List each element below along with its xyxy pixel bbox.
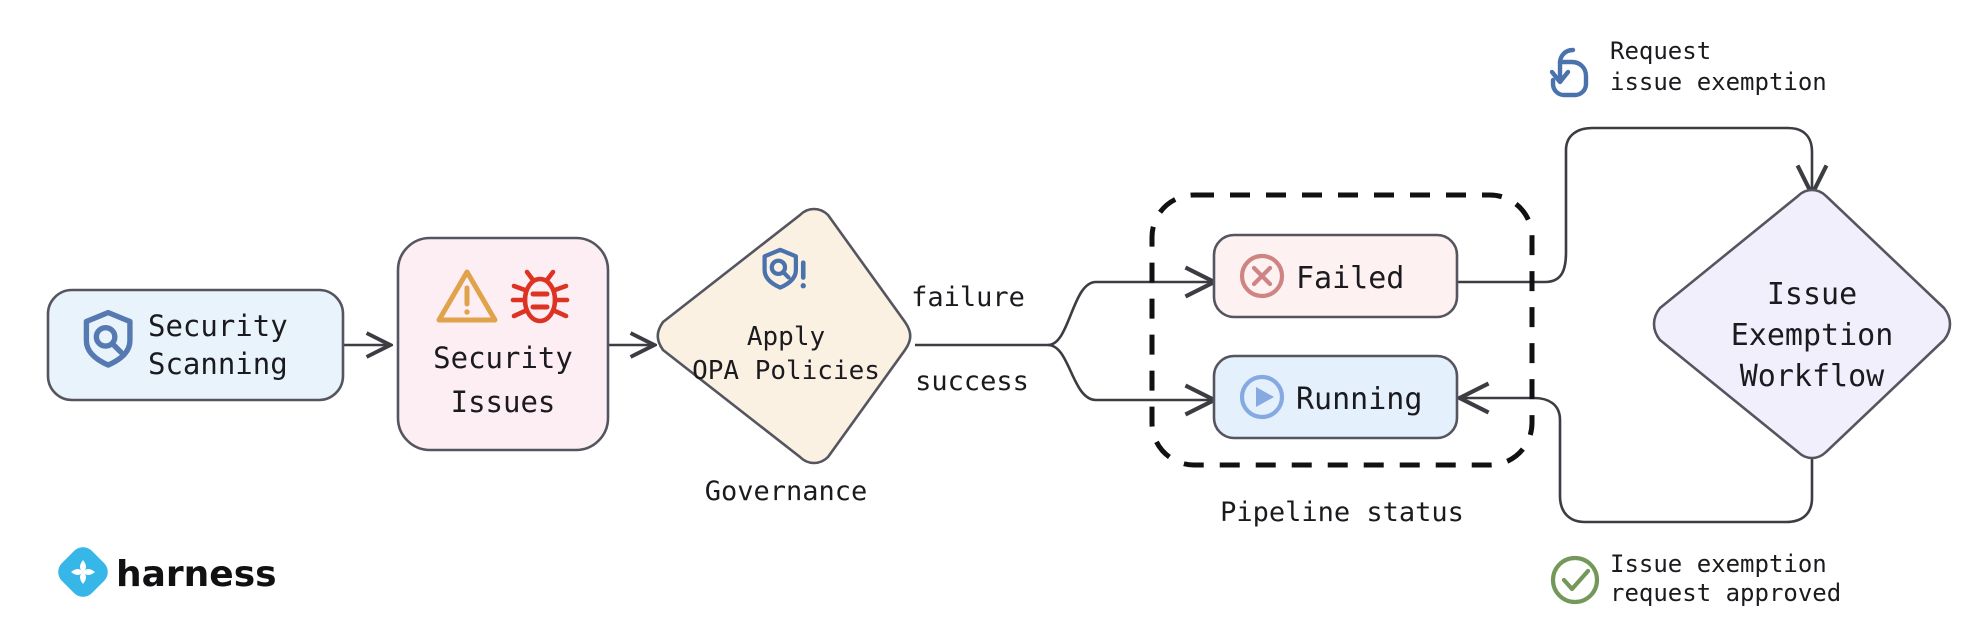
click-hand-icon — [1549, 47, 1589, 98]
annotation-request-approved: Issue exemption request approved — [1550, 550, 1841, 607]
security-issues-label-line1: Security — [433, 341, 573, 375]
harness-branding: harness — [58, 547, 277, 597]
security-issues-label-line2: Issues — [451, 385, 556, 419]
running-label: Running — [1296, 382, 1422, 417]
running-box[interactable] — [1212, 354, 1459, 440]
bug-icon — [510, 269, 570, 324]
request-approved-line2: request approved — [1610, 579, 1841, 607]
edge-failed-to-workflow — [1457, 126, 1812, 284]
warning-triangle-icon — [436, 269, 498, 323]
failed-box[interactable] — [1212, 233, 1459, 319]
governance-caption: Governance — [705, 476, 868, 507]
node-failed[interactable]: Failed — [1212, 233, 1459, 319]
apply-opa-diamond[interactable] — [656, 207, 912, 465]
issue-exemption-label-line3: Workflow — [1740, 359, 1885, 394]
circle-x-icon — [1239, 253, 1285, 299]
issue-exemption-diamond[interactable] — [1652, 188, 1952, 460]
edge-opa-to-split — [915, 282, 1212, 400]
node-security-issues[interactable]: Security Issues — [396, 236, 610, 452]
shield-alert-icon — [762, 247, 806, 290]
edge-workflow-to-running — [1462, 398, 1814, 524]
circle-play-icon — [1239, 374, 1285, 420]
node-running[interactable]: Running — [1212, 354, 1459, 440]
node-apply-opa-policies[interactable]: Apply OPA Policies Governance — [656, 207, 912, 507]
request-approved-line1: Issue exemption — [1610, 550, 1827, 578]
security-scanning-box[interactable] — [46, 288, 345, 402]
security-scanning-label-line2: Scanning — [148, 347, 288, 381]
annotation-request-exemption: Request issue exemption — [1549, 37, 1827, 98]
shield-search-icon — [83, 309, 133, 368]
harness-logo-icon — [58, 547, 108, 597]
request-exemption-line2: issue exemption — [1610, 68, 1827, 96]
issue-exemption-label-line1: Issue — [1767, 277, 1857, 312]
apply-opa-label-line1: Apply — [747, 322, 825, 352]
apply-opa-label-line2: OPA Policies — [692, 356, 880, 386]
edge-label-failure: failure — [911, 282, 1025, 313]
request-exemption-line1: Request — [1610, 37, 1711, 65]
issue-exemption-label-line2: Exemption — [1731, 318, 1894, 353]
failed-label: Failed — [1296, 261, 1404, 296]
security-scanning-label-line1: Security — [148, 309, 288, 343]
node-issue-exemption-workflow[interactable]: Issue Exemption Workflow — [1652, 188, 1952, 460]
node-security-scanning[interactable]: Security Scanning — [46, 288, 345, 402]
harness-wordmark: harness — [116, 554, 277, 595]
edge-label-success: success — [915, 366, 1029, 397]
pipeline-status-caption: Pipeline status — [1220, 497, 1464, 528]
circle-check-icon — [1550, 555, 1600, 605]
pipeline-status-group — [1149, 192, 1535, 468]
